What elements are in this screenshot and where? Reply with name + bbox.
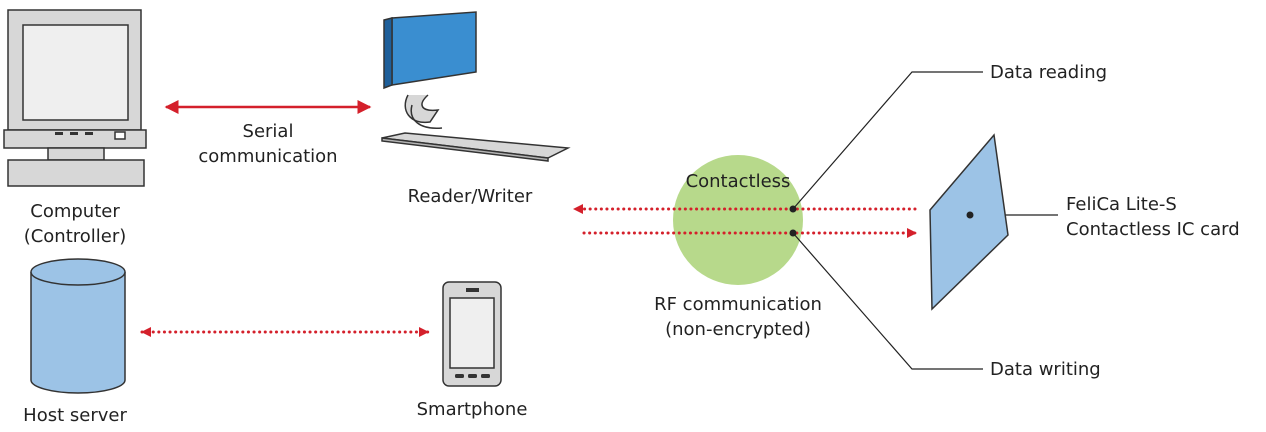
- rf-field: [673, 155, 803, 285]
- card-label-line2: Contactless IC card: [1066, 219, 1240, 240]
- contactless-label: Contactless: [685, 171, 791, 192]
- smartphone-icon: [442, 281, 502, 387]
- write-point: [789, 229, 797, 237]
- serial-label-line2: communication: [198, 146, 338, 167]
- computer-label-line2: (Controller): [23, 226, 127, 247]
- ic-card-icon: [929, 133, 1009, 311]
- reader-writer-label: Reader/Writer: [407, 186, 533, 207]
- card-point: [966, 211, 974, 219]
- smartphone-label: Smartphone: [416, 399, 528, 420]
- read-point: [789, 205, 797, 213]
- computer-label-line1: Computer: [30, 201, 120, 222]
- computer-icon: [3, 9, 147, 187]
- rf-label-line2: (non-encrypted): [665, 319, 811, 340]
- card-label-line1: FeliCa Lite-S: [1066, 194, 1177, 215]
- data-writing-label: Data writing: [990, 359, 1101, 380]
- host-server-label: Host server: [23, 405, 127, 426]
- host-server-icon: [30, 258, 126, 394]
- data-reading-label: Data reading: [990, 62, 1108, 83]
- serial-label-line1: Serial: [242, 121, 294, 142]
- rf-label-line1: RF communication: [654, 294, 822, 315]
- reader-writer-icon: [381, 11, 571, 162]
